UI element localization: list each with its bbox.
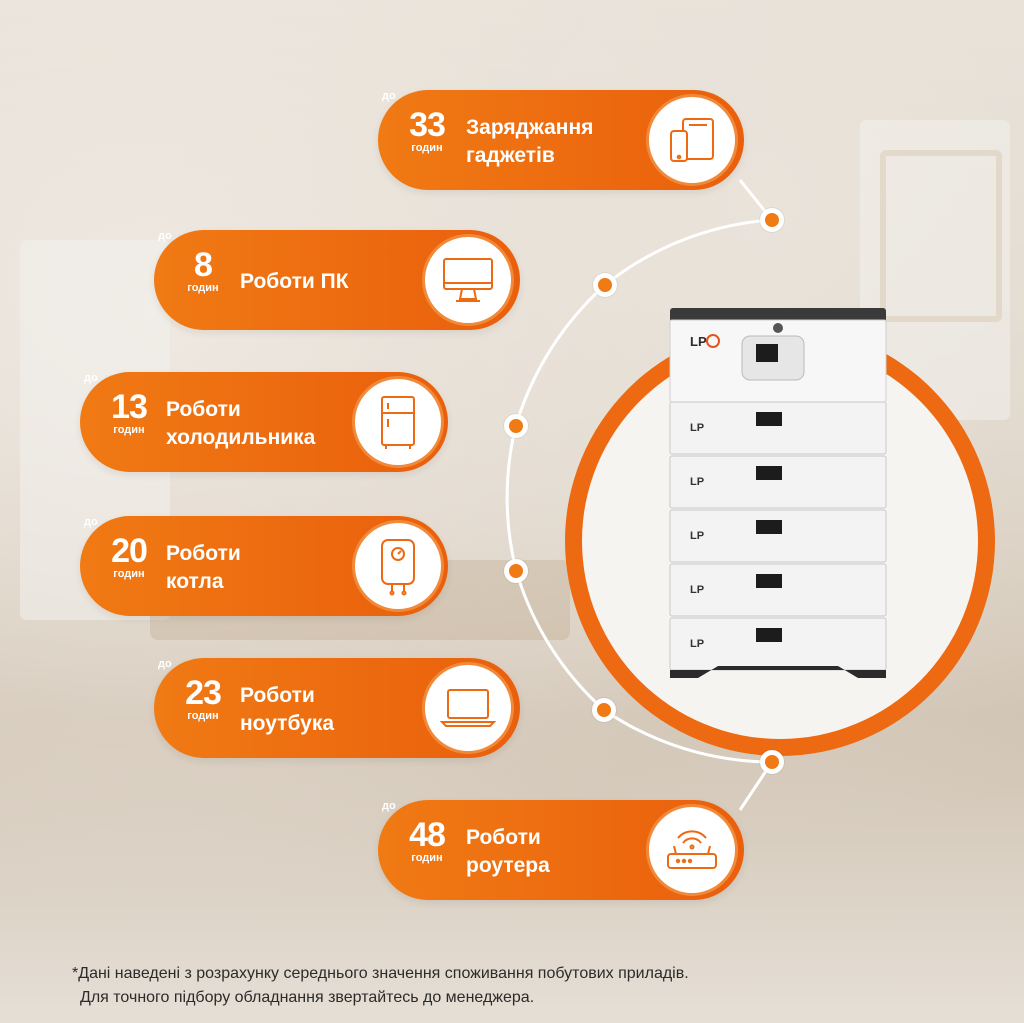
- footnote-line1: *Дані наведені з розрахунку середнього з…: [72, 965, 689, 982]
- battery-brand-logo: LP: [690, 334, 707, 349]
- hours-number: 8: [194, 246, 213, 284]
- background-frame: [880, 150, 1002, 322]
- monitor-icon: [422, 234, 514, 326]
- card-label-line2: роутера: [466, 854, 550, 877]
- card-label-line1: Роботи ПК: [240, 270, 349, 293]
- card-label-line1: Роботи: [466, 826, 541, 849]
- battery-modules: [669, 401, 887, 671]
- svg-text:LP: LP: [690, 422, 704, 434]
- card-label-line1: Роботи: [166, 398, 241, 421]
- footnote-line2: Для точного підбору обладнання звертайте…: [80, 989, 535, 1006]
- hours-unit: годин: [411, 852, 443, 864]
- hours-unit: годин: [187, 710, 219, 722]
- boiler-icon: [352, 520, 444, 612]
- runtime-card-laptop: до 23 годин Роботи ноутбука: [154, 658, 520, 758]
- connector-dot: [504, 414, 528, 438]
- runtime-card-boiler: до 20 годин Роботи котла: [80, 516, 448, 616]
- router-icon: [646, 804, 738, 896]
- card-label-line2: котла: [166, 570, 224, 593]
- footnote: *Дані наведені з розрахунку середнього з…: [72, 962, 689, 1010]
- laptop-icon: [422, 662, 514, 754]
- prefix-label: до: [382, 90, 396, 102]
- card-label-line2: гаджетів: [466, 144, 555, 167]
- tablet-phone-icon: [646, 94, 738, 186]
- hours-unit: годин: [113, 424, 145, 436]
- connector-dot: [760, 750, 784, 774]
- hours-number: 33: [409, 106, 446, 144]
- svg-text:LP: LP: [690, 476, 704, 488]
- hours-number: 48: [409, 816, 446, 854]
- svg-text:LP: LP: [690, 638, 704, 650]
- connector-dot: [593, 273, 617, 297]
- hours-unit: годин: [113, 568, 145, 580]
- runtime-card-gadgets: до 33 годин Заряджання гаджетів: [378, 90, 744, 190]
- hours-number: 20: [111, 532, 148, 570]
- prefix-label: до: [158, 230, 172, 242]
- hours-number: 13: [111, 388, 148, 426]
- runtime-card-router: до 48 годин Роботи роутера: [378, 800, 744, 900]
- card-label-line1: Роботи: [240, 684, 315, 707]
- card-label-line1: Роботи: [166, 542, 241, 565]
- card-label-line2: холодильника: [166, 426, 316, 449]
- svg-text:LP: LP: [690, 530, 704, 542]
- battery-stack-image: LP LP LP LP LP LP: [669, 308, 887, 678]
- hours-unit: годин: [411, 142, 443, 154]
- connector-dot: [760, 208, 784, 232]
- prefix-label: до: [84, 372, 98, 384]
- card-label-line2: ноутбука: [240, 712, 335, 735]
- card-label-line1: Заряджання: [466, 116, 594, 139]
- prefix-label: до: [158, 658, 172, 670]
- prefix-label: до: [84, 516, 98, 528]
- hours-unit: годин: [187, 282, 219, 294]
- runtime-card-fridge: до 13 годин Роботи холодильника: [80, 372, 448, 472]
- connector-dot: [592, 698, 616, 722]
- connector-dot: [504, 559, 528, 583]
- hours-number: 23: [185, 674, 222, 712]
- fridge-icon: [352, 376, 444, 468]
- runtime-card-pc: до 8 годин Роботи ПК: [154, 230, 520, 330]
- svg-text:LP: LP: [690, 584, 704, 596]
- prefix-label: до: [382, 800, 396, 812]
